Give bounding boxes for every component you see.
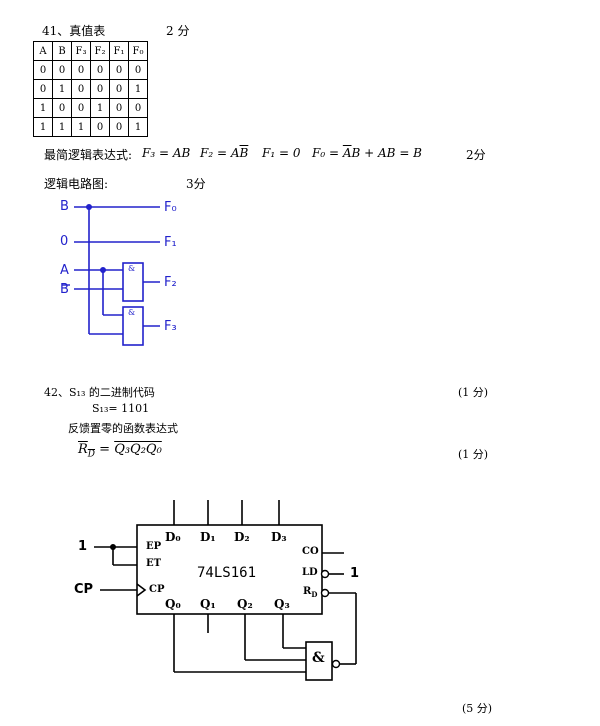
pin-ld: LD xyxy=(302,567,318,578)
q41-title: 41、真值表 xyxy=(42,24,106,38)
pin-co: CO xyxy=(302,546,319,557)
and-gate-1-symbol: & xyxy=(128,264,136,273)
table-cell: 1 xyxy=(128,117,148,137)
expr-f2: F₂ = AB xyxy=(200,146,248,160)
truth-table-header: A B F₃ F₂ F₁ F₀ xyxy=(33,41,148,61)
output-f3: F₃ xyxy=(164,319,177,334)
circuit-label: 逻辑电路图: xyxy=(44,177,109,191)
chip-name: 74LS161 xyxy=(197,565,257,581)
pin-q1: Q₁ xyxy=(200,597,216,611)
pin-d3: D₃ xyxy=(271,530,287,544)
rd-lhs: RD xyxy=(78,442,96,460)
expr-f3: F₃ = AB xyxy=(142,146,191,160)
expr-f2-over: B xyxy=(239,146,249,160)
table-cell: 0 xyxy=(90,117,110,137)
expr-score: 2分 xyxy=(466,148,486,162)
output-f1: F₁ xyxy=(164,235,177,250)
pin-rd: RD xyxy=(303,586,317,599)
header-f0: F₀ xyxy=(128,41,148,61)
output-f0: F₀ xyxy=(164,200,177,215)
q42-score3: (5 分) xyxy=(462,702,493,715)
rd-symbol: R xyxy=(78,442,88,457)
input-b: B xyxy=(60,199,69,214)
expr-f0-left: F₀ = xyxy=(312,146,340,160)
pin-q2: Q₂ xyxy=(237,597,253,611)
rd-rhs: Q₃Q₂Q₀ xyxy=(114,442,162,457)
pin-d1: D₁ xyxy=(200,530,216,544)
pin-d0: D₀ xyxy=(165,530,181,544)
truth-table: A B F₃ F₂ F₁ F₀ 0 0 0 0 0 0 0 1 0 0 0 1 … xyxy=(33,41,148,137)
ld-one: 1 xyxy=(350,566,360,581)
input-0: 0 xyxy=(60,234,69,249)
table-cell: 1 xyxy=(128,79,148,99)
output-f2: F₂ xyxy=(164,275,177,290)
pin-q0: Q₀ xyxy=(165,597,181,611)
table-row: 1 0 0 1 0 0 xyxy=(33,98,148,118)
pin-ep: EP xyxy=(146,541,162,552)
pin-rd-label: R xyxy=(303,586,312,597)
and-gate-symbol: & xyxy=(312,650,325,666)
pin-q3: Q₃ xyxy=(274,597,290,611)
q41-score: 2 分 xyxy=(166,24,190,38)
expr-f1: F₁ = 0 xyxy=(262,146,301,160)
table-row: 0 1 0 0 0 1 xyxy=(33,79,148,99)
pin-cp: CP xyxy=(149,584,165,595)
q42-code: S₁₃= 1101 xyxy=(92,402,150,415)
expr-f2-left: F₂ = A xyxy=(200,146,240,160)
and-gate-2-symbol: & xyxy=(128,308,136,317)
expr-label: 最简逻辑表达式: xyxy=(44,148,133,162)
input-one: 1 xyxy=(78,539,88,554)
pin-rd-subscript: D xyxy=(311,590,318,599)
rd-equals: = xyxy=(99,442,115,457)
q42-score1: (1 分) xyxy=(458,386,489,399)
pin-d2: D₂ xyxy=(234,530,250,544)
expr-f0-over: A xyxy=(342,146,352,160)
q42-feedback-label: 反馈置零的函数表达式 xyxy=(68,422,178,435)
cp-input-label: CP xyxy=(74,582,94,597)
expr-f0: F₀ = AB + AB = B xyxy=(312,146,422,160)
table-cell: 0 xyxy=(109,117,129,137)
pin-et: ET xyxy=(146,558,162,569)
q42-title: 42、S₁₃ 的二进制代码 xyxy=(44,386,155,399)
input-bbar: B xyxy=(60,282,69,297)
table-row: 1 1 1 0 0 1 xyxy=(33,117,148,137)
expr-f0-right: B + AB = B xyxy=(351,146,423,160)
rd-expression: RD = Q₃Q₂Q₀ xyxy=(78,442,162,460)
circuit-score: 3分 xyxy=(186,177,206,191)
q42-score2: (1 分) xyxy=(458,448,489,461)
input-a: A xyxy=(60,263,69,278)
rd-subscript: D xyxy=(87,449,96,460)
